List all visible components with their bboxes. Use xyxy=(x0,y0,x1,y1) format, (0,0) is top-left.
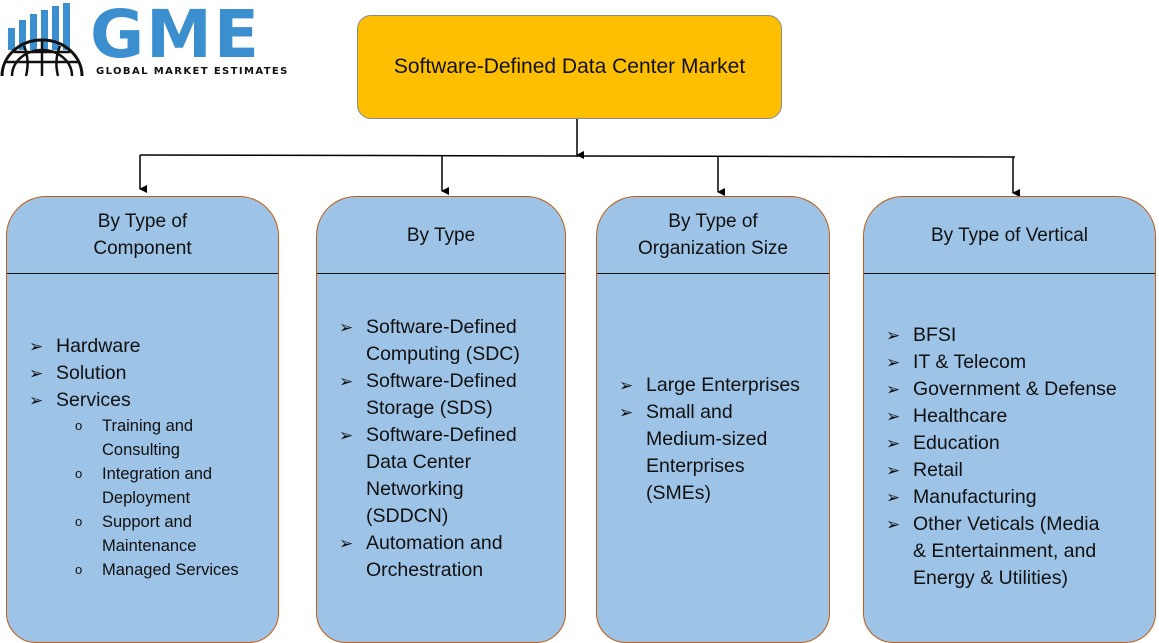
list-item-text: Manufacturing xyxy=(913,486,1037,508)
list-item-text: Software-Defined Data Center Networking … xyxy=(366,424,517,527)
root-title: Software-Defined Data Center Market xyxy=(393,55,746,78)
arrowhead-bullet-icon: ➢ xyxy=(886,434,901,453)
sub-list-item: o Managed Services xyxy=(7,558,278,582)
hollow-circle-bullet-icon: o xyxy=(75,514,83,529)
arrowhead-bullet-icon: ➢ xyxy=(619,376,634,395)
list-item-text: Retail xyxy=(913,459,963,481)
card-organization-size: By Type of Organization Size ➢ Large Ente… xyxy=(596,196,830,643)
card-heading-text: By Type of Component xyxy=(93,211,192,259)
card-item-list: ➢ Large Enterprises ➢ Small and Medium-siz… xyxy=(597,372,829,507)
hollow-circle-bullet-icon: o xyxy=(75,466,83,481)
arrowhead-bullet-icon: ➢ xyxy=(886,407,901,426)
arrowhead-bullet-icon: ➢ xyxy=(29,337,44,356)
list-item-text: IT & Telecom xyxy=(913,351,1027,373)
list-item-text: BFSI xyxy=(913,324,957,346)
arrowhead-bullet-icon: ➢ xyxy=(339,426,354,445)
card-item-list: ➢ Hardware ➢ Solution ➢ Services o Training … xyxy=(7,333,278,582)
list-item: ➢ Hardware xyxy=(7,333,278,360)
arrowhead-bullet-icon: ➢ xyxy=(886,353,901,372)
arrowhead-bullet-icon: ➢ xyxy=(29,391,44,410)
list-item-text: Hardware xyxy=(56,335,141,357)
card-vertical: By Type of Vertical ➢ BFSI ➢ IT & Telecom … xyxy=(863,196,1156,643)
sub-item-text: Training and Consulting xyxy=(102,417,194,459)
hollow-circle-bullet-icon: o xyxy=(75,562,83,577)
globe-bar-chart-icon xyxy=(0,3,84,77)
arrowhead-bullet-icon: ➢ xyxy=(886,461,901,480)
list-item: ➢ Solution xyxy=(7,360,278,387)
list-item: ➢ Services xyxy=(7,387,278,414)
sub-list-item: o Integration and Deployment xyxy=(7,462,278,510)
list-item-text: Solution xyxy=(56,362,127,384)
card-heading-text: By Type xyxy=(406,224,476,246)
list-item: ➢ Software-Defined Data Center Networking… xyxy=(317,422,565,530)
card-item-list: ➢ Software-Defined Computing (SDC) ➢ Softw… xyxy=(317,314,565,584)
arrowhead-bullet-icon: ➢ xyxy=(619,403,634,422)
list-item-text: Small and Medium-sized Enterprises (SMEs… xyxy=(646,401,768,504)
list-item-text: Other Veticals (Media & Entertainment, a… xyxy=(913,513,1100,589)
connector-bus xyxy=(139,154,1016,158)
arrowhead-bullet-icon: ➢ xyxy=(886,326,901,345)
list-item-text: Services xyxy=(56,389,131,411)
sub-item-text: Managed Services xyxy=(102,561,239,579)
arrowhead-bullet-icon: ➢ xyxy=(339,534,354,553)
hollow-circle-bullet-icon: o xyxy=(75,418,83,433)
card-heading: By Type of Vertical xyxy=(864,197,1155,274)
root-node: Software-Defined Data Center Market xyxy=(357,15,782,119)
card-heading-text: By Type of Organization Size xyxy=(638,211,788,259)
list-item: ➢ BFSI xyxy=(864,322,1155,349)
arrowhead-bullet-icon: ➢ xyxy=(886,380,901,399)
sub-item-text: Support and Maintenance xyxy=(102,513,197,555)
list-item: ➢ Software-Defined Computing (SDC) xyxy=(317,314,565,368)
logo-wordmark: GME xyxy=(90,0,261,73)
arrowhead-bullet-icon: ➢ xyxy=(886,488,901,507)
logo-tagline: GLOBAL MARKET ESTIMATES xyxy=(96,66,289,77)
list-item: ➢ Large Enterprises xyxy=(597,372,829,399)
list-item: ➢ Education xyxy=(864,430,1155,457)
list-item-text: Healthcare xyxy=(913,405,1008,427)
list-item-text: Automation and Orchestration xyxy=(366,532,503,581)
sub-list-item: o Support and Maintenance xyxy=(7,510,278,558)
tree-connectors xyxy=(139,119,1020,197)
sub-item-text: Integration and Deployment xyxy=(102,465,213,507)
list-item: ➢ Small and Medium-sized Enterprises (SME… xyxy=(597,399,829,507)
arrowhead-bullet-icon: ➢ xyxy=(339,372,354,391)
list-item-text: Education xyxy=(913,432,1000,454)
list-item: ➢ Software-Defined Storage (SDS) xyxy=(317,368,565,422)
list-item: ➢ Healthcare xyxy=(864,403,1155,430)
card-heading: By Type of Component xyxy=(7,197,278,274)
gme-logo: GME GLOBAL MARKET ESTIMATES xyxy=(0,0,310,84)
list-item-text: Large Enterprises xyxy=(646,374,800,396)
list-item: ➢ Automation and Orchestration xyxy=(317,530,565,584)
list-item-text: Government & Defense xyxy=(913,378,1117,400)
list-item: ➢ Retail xyxy=(864,457,1155,484)
arrowhead-bullet-icon: ➢ xyxy=(886,515,901,534)
list-item-text: Software-Defined Storage (SDS) xyxy=(366,370,517,419)
list-item: ➢ Other Veticals (Media & Entertainment, … xyxy=(864,511,1155,592)
card-heading: By Type xyxy=(317,197,565,274)
list-item: ➢ Manufacturing xyxy=(864,484,1155,511)
card-component: By Type of Component ➢ Hardware ➢ Solution… xyxy=(6,196,279,643)
card-item-list: ➢ BFSI ➢ IT & Telecom ➢ Government & Defens… xyxy=(864,322,1155,592)
arrowhead-bullet-icon: ➢ xyxy=(29,364,44,383)
card-type: By Type ➢ Software-Defined Computing (SDC… xyxy=(316,196,566,643)
arrowhead-bullet-icon: ➢ xyxy=(339,318,354,337)
list-item: ➢ Government & Defense xyxy=(864,376,1155,403)
card-heading-text: By Type of Vertical xyxy=(930,224,1088,246)
list-item-text: Software-Defined Computing (SDC) xyxy=(366,316,520,365)
list-item: ➢ IT & Telecom xyxy=(864,349,1155,376)
card-heading: By Type of Organization Size xyxy=(597,197,829,274)
sub-list-item: o Training and Consulting xyxy=(7,414,278,462)
